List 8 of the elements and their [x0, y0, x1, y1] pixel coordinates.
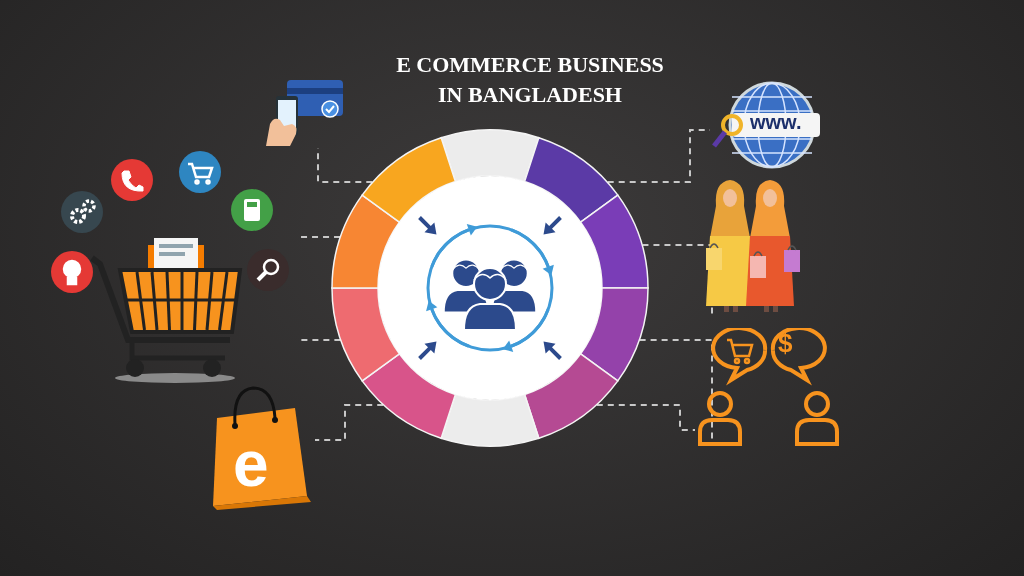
dashed-connector [314, 404, 385, 441]
currency-sign: $ [778, 330, 793, 356]
bag-letter: e [233, 432, 269, 496]
dashed-connector [299, 236, 342, 238]
dashed-connector [299, 339, 342, 341]
web-label: www. [750, 112, 802, 132]
title: E COMMERCE BUSINESS IN BANGLADESH [395, 51, 665, 109]
dashed-connector [595, 404, 696, 431]
